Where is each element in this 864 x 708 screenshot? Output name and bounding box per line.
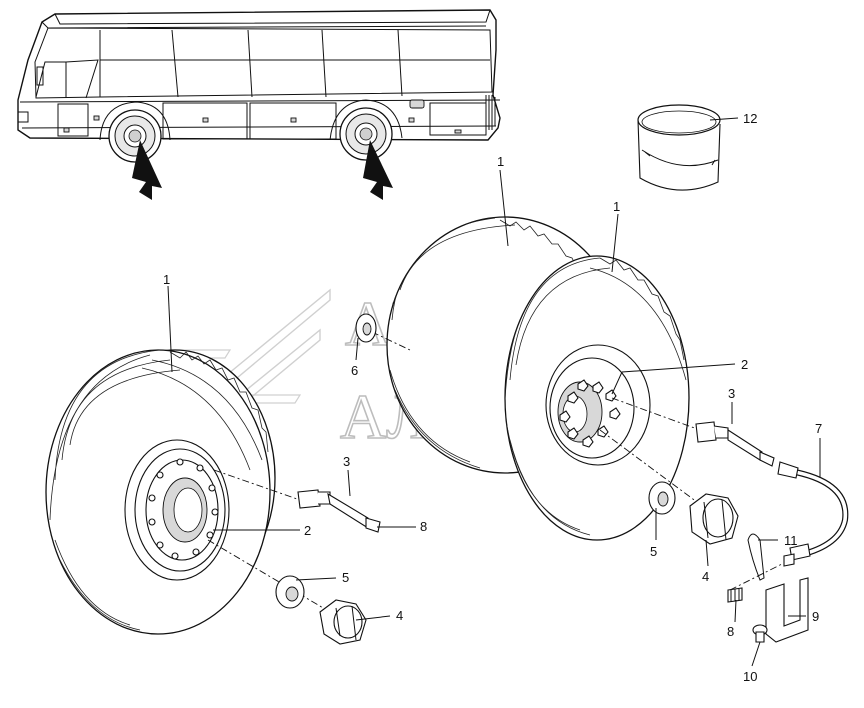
callout-5-left-washer: 5 <box>342 570 349 585</box>
washer-5-left <box>275 575 305 609</box>
bus-rear-wheel-icon <box>339 107 393 161</box>
bolt-10 <box>752 624 768 643</box>
callout-10-bolt: 10 <box>743 669 757 684</box>
callout-1-left-tire: 1 <box>163 272 170 287</box>
left-hub-holes <box>148 458 219 560</box>
valve-hose-7 <box>777 461 849 567</box>
callout-5-right-washer: 5 <box>650 544 657 559</box>
callout-7-hose: 7 <box>815 421 822 436</box>
callout-3-right-extension: 3 <box>728 386 735 401</box>
callout-2-left-rim: 2 <box>304 523 311 538</box>
grease-can <box>637 104 721 191</box>
right-dual-wheel-assembly <box>386 216 690 541</box>
callout-11-clip: 11 <box>784 533 798 548</box>
wheel-nut-4-right <box>689 493 739 545</box>
callout-2-right-rim: 2 <box>741 357 748 372</box>
bus-rear-grille-icon <box>485 95 496 130</box>
leader-lines <box>167 117 821 667</box>
washer-6 <box>355 313 377 343</box>
washer-5-right <box>648 481 676 515</box>
hose-bracket-9 <box>747 533 809 643</box>
right-wheel-nuts <box>559 379 621 448</box>
callout-1-inner-tire: 1 <box>613 199 620 214</box>
callout-6-washer: 6 <box>351 363 358 378</box>
left-wheel-assembly <box>45 349 276 635</box>
rear-wheel-arrow-icon <box>363 140 393 200</box>
callout-4-left-nut: 4 <box>396 608 403 623</box>
callout-4-right-nut: 4 <box>702 569 709 584</box>
right-valve-extension <box>695 421 775 467</box>
bus-illustration <box>17 9 501 200</box>
callout-1-outer-tire: 1 <box>497 154 504 169</box>
front-wheel-arrow-icon <box>132 140 162 200</box>
bolt-8-right <box>727 587 743 603</box>
callout-12-grease-can: 12 <box>743 111 757 126</box>
callout-8-right-bolt: 8 <box>727 624 734 639</box>
callout-3-left-extension: 3 <box>343 454 350 469</box>
bus-front-wheel-icon <box>108 109 162 163</box>
callout-8-left-extension-end: 8 <box>420 519 427 534</box>
wheel-nut-4-left <box>319 599 367 645</box>
callout-labels: 1 1 1 2 2 3 3 4 4 5 5 6 7 8 8 9 10 11 12 <box>163 111 822 684</box>
callout-9-bracket: 9 <box>812 609 819 624</box>
left-valve-extension <box>297 489 381 533</box>
